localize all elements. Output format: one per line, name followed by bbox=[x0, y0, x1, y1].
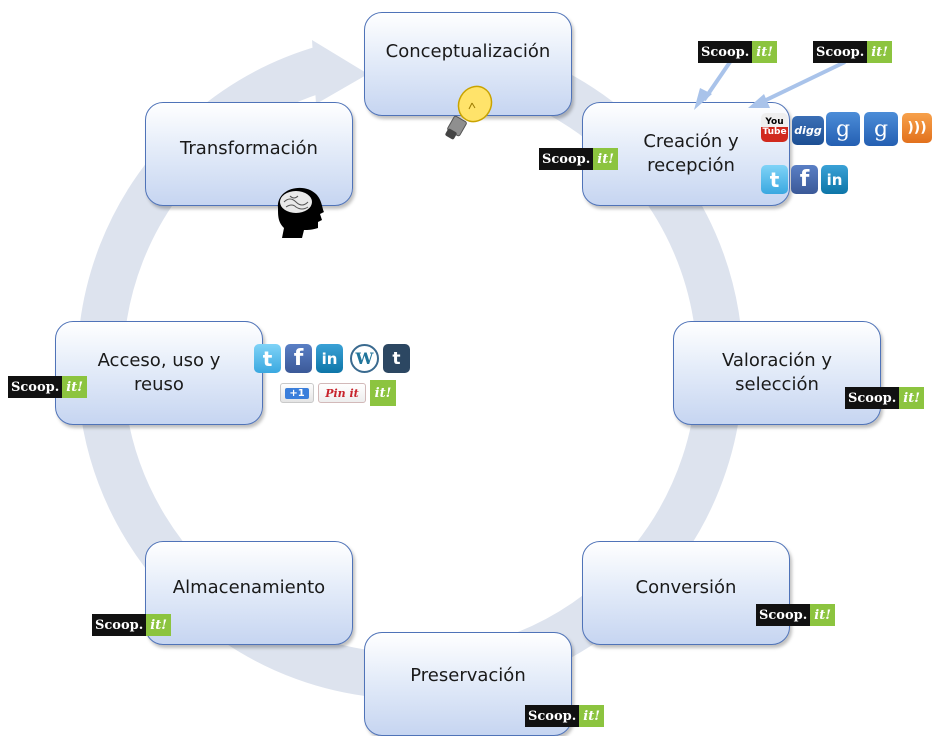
scoopit-icon: Scoop.it! bbox=[813, 41, 892, 63]
node-transformacion: Transformación bbox=[145, 102, 353, 206]
node-label: Almacenamiento bbox=[172, 576, 326, 598]
rss-icon: ))) bbox=[902, 113, 932, 143]
scoopit-icon: Scoop.it! bbox=[525, 705, 604, 727]
google-icon: g bbox=[864, 112, 898, 146]
scoopit-icon: Scoop.it! bbox=[845, 387, 924, 409]
twitter-icon: t bbox=[761, 165, 788, 194]
scoopit-icon: Scoop.it! bbox=[92, 614, 171, 636]
lightbulb-icon bbox=[445, 85, 493, 140]
facebook-icon: f bbox=[791, 165, 818, 194]
scoopit-icon: Scoop.it! bbox=[539, 148, 618, 170]
node-acceso: Acceso, uso y reuso bbox=[55, 321, 263, 425]
scoopit-icon: Scoop.it! bbox=[698, 41, 777, 63]
node-conversion: Conversión bbox=[582, 541, 790, 645]
tumblr-icon: t bbox=[383, 344, 410, 373]
linkedin-icon: in bbox=[316, 344, 343, 373]
scoopit-icon: Scoop.it! bbox=[8, 376, 87, 398]
node-label: Creación y recepción bbox=[643, 130, 739, 176]
twitter-icon: t bbox=[254, 344, 281, 373]
digg-icon: digg bbox=[792, 116, 824, 145]
scoopit-icon: Scoop.it! bbox=[756, 604, 835, 626]
node-label: Preservación bbox=[410, 664, 526, 686]
node-label: Transformación bbox=[180, 137, 318, 159]
brain-head-icon bbox=[277, 187, 324, 238]
google-plus-one-icon: +1 bbox=[280, 383, 314, 403]
google-icon: g bbox=[826, 112, 860, 146]
linkedin-icon: in bbox=[821, 165, 848, 194]
cycle-ring-arrowhead bbox=[312, 40, 368, 104]
node-label: Conceptualización bbox=[385, 40, 551, 62]
node-label: Conversión bbox=[635, 576, 737, 598]
node-label: Valoración y selección bbox=[721, 349, 833, 395]
node-almacenamiento: Almacenamiento bbox=[145, 541, 353, 645]
scoopit-icon: it! bbox=[370, 380, 396, 406]
node-valoracion: Valoración y selección bbox=[673, 321, 881, 425]
facebook-icon: f bbox=[285, 344, 312, 373]
pinterest-pinit-icon: Pin it bbox=[318, 383, 366, 403]
node-label: Acceso, uso y reuso bbox=[97, 349, 221, 395]
wordpress-icon: W bbox=[350, 344, 379, 373]
